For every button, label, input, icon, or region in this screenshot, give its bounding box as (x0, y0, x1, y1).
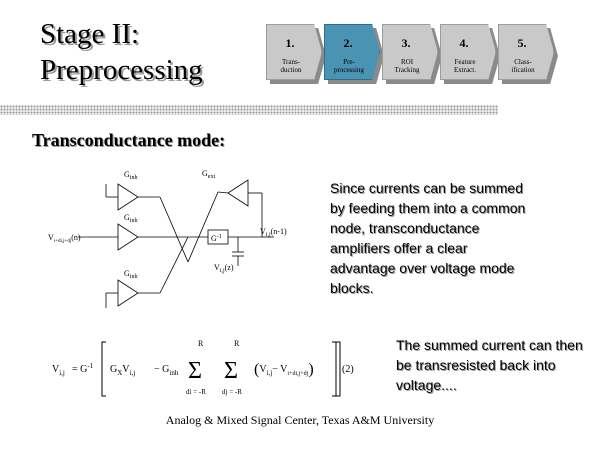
explanation-paragraph: Since currents can be summed by feeding … (330, 180, 526, 296)
eq-bracket-right-2 (336, 341, 341, 397)
step-label: Trans- duction (280, 58, 302, 74)
step-1[interactable]: 1. Trans- duction (266, 24, 326, 84)
label-g-inh-bot: Ginh (124, 269, 137, 280)
sum-lower-2: dj = -R (222, 388, 242, 396)
step-label: Feature Extract. (454, 58, 476, 74)
equation-2: Vi,j = G-1 GXVi,j − Ginh R R Σ Σ di = -R… (52, 339, 354, 397)
amplifier-ext (227, 179, 249, 207)
amplifier-top (117, 183, 139, 211)
label-g-inv: G-1 (211, 234, 222, 243)
step-face (324, 24, 380, 80)
step-number: 3. (401, 36, 411, 50)
step-label: Pre- processing (334, 58, 364, 74)
eq-inverse: = G-1 (72, 362, 94, 375)
sigma-1: Σ (188, 358, 202, 384)
sum-upper-1: R (198, 339, 204, 348)
label-v-in: Vi+di,j+dj(n) (48, 233, 81, 244)
step-number: 4. (459, 36, 469, 50)
label-v-out: Vi,j(n-1) (260, 227, 287, 238)
slide-footer: Analog & Mixed Signal Center, Texas A&M … (165, 413, 435, 427)
eq-lhs: Vi,j (52, 364, 65, 377)
step-label: ROI Tracking (394, 58, 420, 74)
label-g-inh-top: Ginh (124, 170, 137, 181)
eq-bracket-right-1 (332, 341, 337, 397)
step-face (382, 24, 438, 80)
divider-rule (0, 105, 498, 115)
sum-upper-2: R (234, 339, 240, 348)
amplifier-middle (117, 223, 139, 251)
sum-lower-1: di = -R (186, 388, 206, 396)
eq-term1: GXVi,j (110, 364, 135, 377)
step-3[interactable]: 3. ROI Tracking (382, 24, 442, 84)
step-number: 2. (343, 36, 353, 50)
step-2[interactable]: 2. Pre- processing (324, 24, 384, 84)
amplifier-bottom (117, 279, 139, 307)
eq-inner: (Vi,j− Vi+di,j+dj) (254, 361, 314, 378)
label-g-inh-mid: Ginh (124, 213, 137, 224)
label-v-ij: Vi,j(z) (214, 263, 234, 274)
step-face (498, 24, 554, 80)
section-heading: Transconductance mode: (32, 130, 226, 150)
summary-paragraph: The summed current can then be transresi… (396, 337, 583, 393)
stage-progress: 1. Trans- duction 2. Pre- processing 3. … (266, 24, 586, 86)
sigma-2: Σ (224, 358, 238, 384)
label-g-ext: Gext (202, 169, 215, 180)
eq-minus-ginh: − Ginh (154, 364, 179, 377)
step-face (266, 24, 322, 80)
step-number: 1. (285, 36, 295, 50)
circuit-diagram: Ginh Ginh Ginh Gext G-1 Vi+di,j+dj(n) Vi… (48, 169, 287, 308)
eq-number: (2) (342, 364, 354, 375)
step-4[interactable]: 4. Feature Extract. (440, 24, 500, 84)
step-number: 5. (517, 36, 527, 50)
step-5[interactable]: 5. Class- ification (498, 24, 558, 84)
step-face (440, 24, 496, 80)
eq-bracket-left (101, 341, 106, 397)
slide-title: Stage II: Preprocessing (40, 18, 203, 86)
step-label: Class- ification (511, 58, 535, 74)
